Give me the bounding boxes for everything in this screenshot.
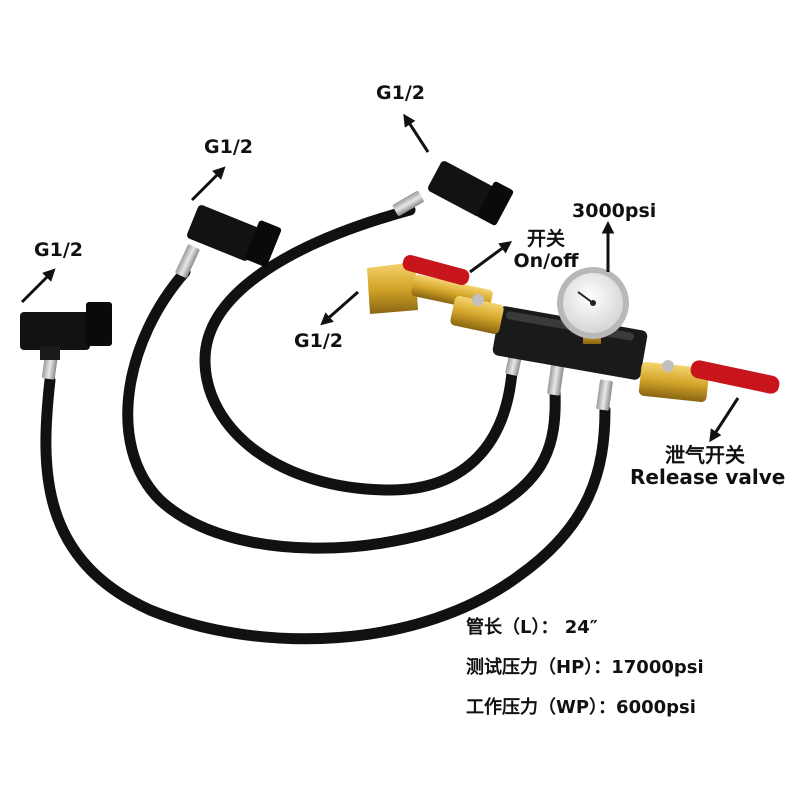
adapter-left bbox=[20, 302, 112, 360]
arrow-port-right bbox=[403, 113, 430, 153]
hose-inner bbox=[199, 204, 518, 496]
pressure-gauge bbox=[557, 267, 629, 344]
label-port-left: G1/2 bbox=[34, 239, 83, 261]
label-port-right: G1/2 bbox=[376, 82, 425, 104]
hose-middle bbox=[122, 266, 561, 554]
spec-hose-length: 管长（L）： 24″ bbox=[466, 617, 598, 638]
label-port-middle: G1/2 bbox=[204, 136, 253, 158]
spec-working-pressure: 工作压力（WP）：6000psi bbox=[466, 697, 696, 718]
label-on-off-en: On/off bbox=[513, 250, 579, 272]
adapter-right bbox=[427, 161, 514, 226]
label-port-inlet: G1/2 bbox=[294, 330, 343, 352]
arrow-on-off bbox=[469, 241, 513, 274]
hoses bbox=[40, 204, 611, 645]
annotation-arrows bbox=[20, 113, 740, 443]
arrow-release bbox=[709, 397, 740, 443]
spec-list: 管长（L）： 24″ 测试压力（HP）：17000psi 工作压力（WP）：60… bbox=[466, 608, 796, 728]
label-gauge-rating: 3000psi bbox=[572, 200, 657, 222]
release-valve bbox=[638, 360, 780, 402]
label-release-valve: 泄气开关 Release valve bbox=[630, 443, 786, 489]
arrow-port-left bbox=[20, 268, 56, 304]
label-on-off: 开关 On/off bbox=[508, 228, 584, 272]
inlet-valve bbox=[367, 255, 504, 334]
spec-test-pressure: 测试压力（HP）：17000psi bbox=[466, 657, 704, 678]
arrow-port-inlet bbox=[320, 290, 359, 326]
label-on-off-cn: 开关 bbox=[526, 228, 565, 250]
adapter-middle bbox=[187, 205, 282, 267]
hose-outer bbox=[40, 374, 611, 645]
arrow-port-middle bbox=[190, 166, 226, 202]
label-release-cn: 泄气开关 bbox=[665, 443, 745, 467]
label-release-en: Release valve bbox=[630, 465, 786, 489]
hose-fittings bbox=[41, 191, 613, 411]
